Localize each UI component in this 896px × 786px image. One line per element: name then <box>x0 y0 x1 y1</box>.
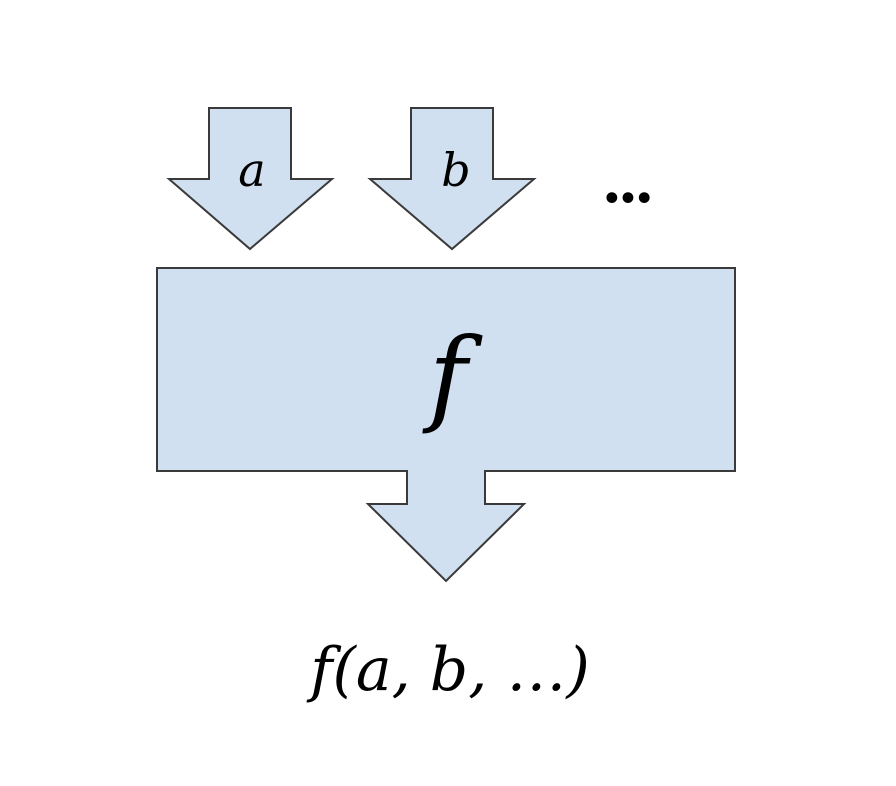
input-arrow-a-shape <box>166 107 335 251</box>
input-arrow-b-shape <box>367 107 537 251</box>
input-label-b: b <box>441 143 470 197</box>
input-arrow-a: a <box>166 107 335 251</box>
output-label: f(a, b, …) <box>306 635 590 705</box>
input-arrow-b: b <box>367 107 537 251</box>
function-box: f <box>156 267 736 583</box>
more-inputs-ellipsis: ... <box>602 148 651 216</box>
input-label-a: a <box>238 143 265 197</box>
function-box-shape <box>156 267 736 583</box>
